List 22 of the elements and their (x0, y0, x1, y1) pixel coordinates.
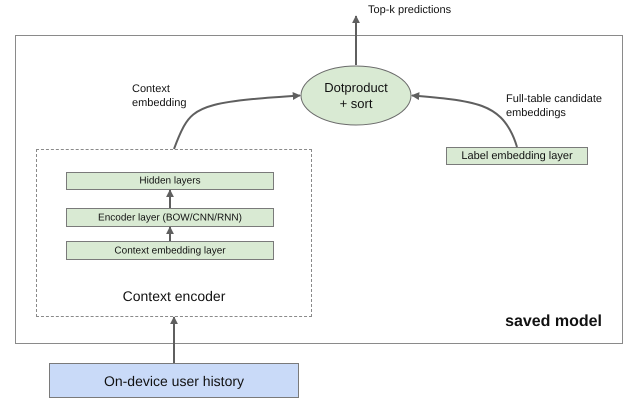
layer-box (66, 208, 274, 227)
encoder-group (36, 149, 312, 317)
output-label: Top-k predictions (368, 4, 452, 16)
group-title: Context encoder (122, 288, 226, 304)
arrow (166, 226, 174, 241)
layer-label: Hidden layers (138, 176, 202, 186)
arrow (173, 92, 301, 150)
arrow (411, 92, 518, 148)
arrow (170, 316, 178, 363)
input-box (49, 363, 299, 398)
operation-label: Dotproduct + sort (323, 80, 389, 112)
arrow (166, 189, 174, 208)
model-frame (15, 35, 623, 344)
layer-label: On-device user history (102, 372, 246, 388)
layer-box (446, 147, 588, 165)
layer-label: Encoder layer (BOW/CNN/RNN) (97, 212, 243, 223)
layer-label: Label embedding layer (460, 150, 574, 162)
layer-label: Context embedding layer (113, 245, 227, 256)
layer-box (66, 172, 274, 190)
layer-box (66, 241, 274, 260)
arrow (352, 15, 360, 65)
model-title: saved model (505, 313, 602, 331)
